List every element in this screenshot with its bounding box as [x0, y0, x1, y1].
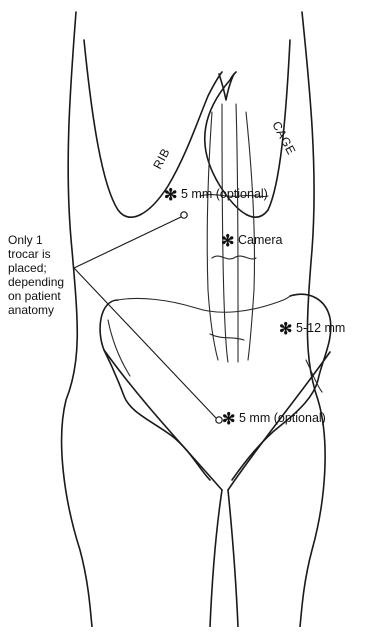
- port-lower-optional-label: 5 mm (optional): [239, 411, 326, 425]
- note-line: placed;: [8, 261, 47, 275]
- pelvis-inner-left: [108, 320, 130, 376]
- note-line: on patient: [8, 289, 61, 303]
- circle-marker-icon: [181, 212, 187, 218]
- asterisk-icon: ✻: [279, 321, 292, 338]
- circle-marker-icon: [216, 417, 222, 423]
- leader-line-lower: [74, 268, 216, 418]
- port-upper-optional-label: 5 mm (optional): [181, 187, 268, 201]
- asterisk-icon: ✻: [164, 187, 177, 204]
- camera-port-label: Camera: [238, 233, 283, 247]
- asterisk-icon: ✻: [221, 233, 234, 250]
- rib-label: RIB: [150, 146, 172, 172]
- cage-label: CAGE: [269, 119, 298, 157]
- torso-right-outline: [300, 12, 325, 627]
- pelvis-left: [100, 300, 210, 480]
- torso-left-outline: [62, 12, 92, 627]
- inguinal-left: [104, 350, 222, 490]
- leader-line-upper: [74, 217, 181, 268]
- xiphoid-process: [219, 74, 234, 100]
- rectus-line-left-outer: [207, 112, 218, 360]
- port-right-label: 5-12 mm: [296, 321, 345, 335]
- note-line: anatomy: [8, 303, 54, 317]
- note-line: depending: [8, 275, 64, 289]
- note-line: Only 1: [8, 233, 43, 247]
- inner-thigh-left: [210, 490, 222, 627]
- asterisk-icon: ✻: [222, 411, 235, 428]
- iliac-crest-left: [118, 296, 290, 312]
- trocar-note: Only 1 trocar is placed; depending on pa…: [8, 233, 64, 317]
- inner-thigh-right: [228, 490, 238, 627]
- tendinous-line-middle: [212, 256, 256, 259]
- tendinous-line-lower: [210, 334, 244, 340]
- note-line: trocar is: [8, 247, 51, 261]
